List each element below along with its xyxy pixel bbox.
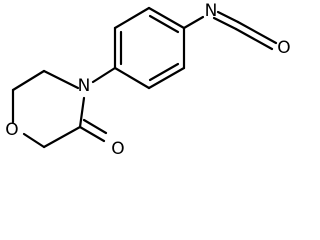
bond-benzene-double-1 (148, 14, 180, 34)
bond-carbonyl-1 (78, 125, 106, 143)
atom-label-o-carbonyl: O (111, 139, 124, 158)
atom-label-n-morpholine: N (78, 76, 91, 96)
isocyanate-group: N O (182, 1, 291, 58)
bond-n-c-2 (212, 16, 238, 31)
bond-benzene-double-2 (148, 62, 180, 82)
bond-n-ch2-top (42, 69, 80, 90)
bond-ring-to-morpholine-n (91, 66, 117, 84)
bond-c-o-2 (234, 27, 274, 51)
bond-benzene-4 (113, 66, 151, 90)
bond-benzene-6 (113, 6, 151, 30)
bond-carbonyl-c-n (78, 96, 86, 129)
structure-diagram: N O N O O (5, 1, 291, 158)
atom-label-o-ring: O (5, 120, 18, 140)
bond-n-c-1 (216, 10, 240, 24)
bond-o-ring-ch2 (22, 132, 46, 149)
bond-carbonyl-2 (82, 118, 108, 135)
bond-benzene-1 (147, 6, 186, 30)
atom-label-o-isocyanate: O (277, 38, 290, 58)
benzene-ring (113, 6, 186, 90)
molecule-drawing: N O N O O (5, 1, 291, 158)
atom-label-n-isocyanate: N (205, 1, 218, 21)
bond-ch2-carbonyl-c (42, 125, 82, 149)
bond-benzene-3 (147, 66, 186, 90)
morpholinone-ring: N O O (5, 69, 125, 158)
bond-ch2-ch2-left (11, 69, 46, 92)
bond-ring-to-n (182, 15, 205, 30)
bond-c-o-1 (236, 20, 278, 45)
